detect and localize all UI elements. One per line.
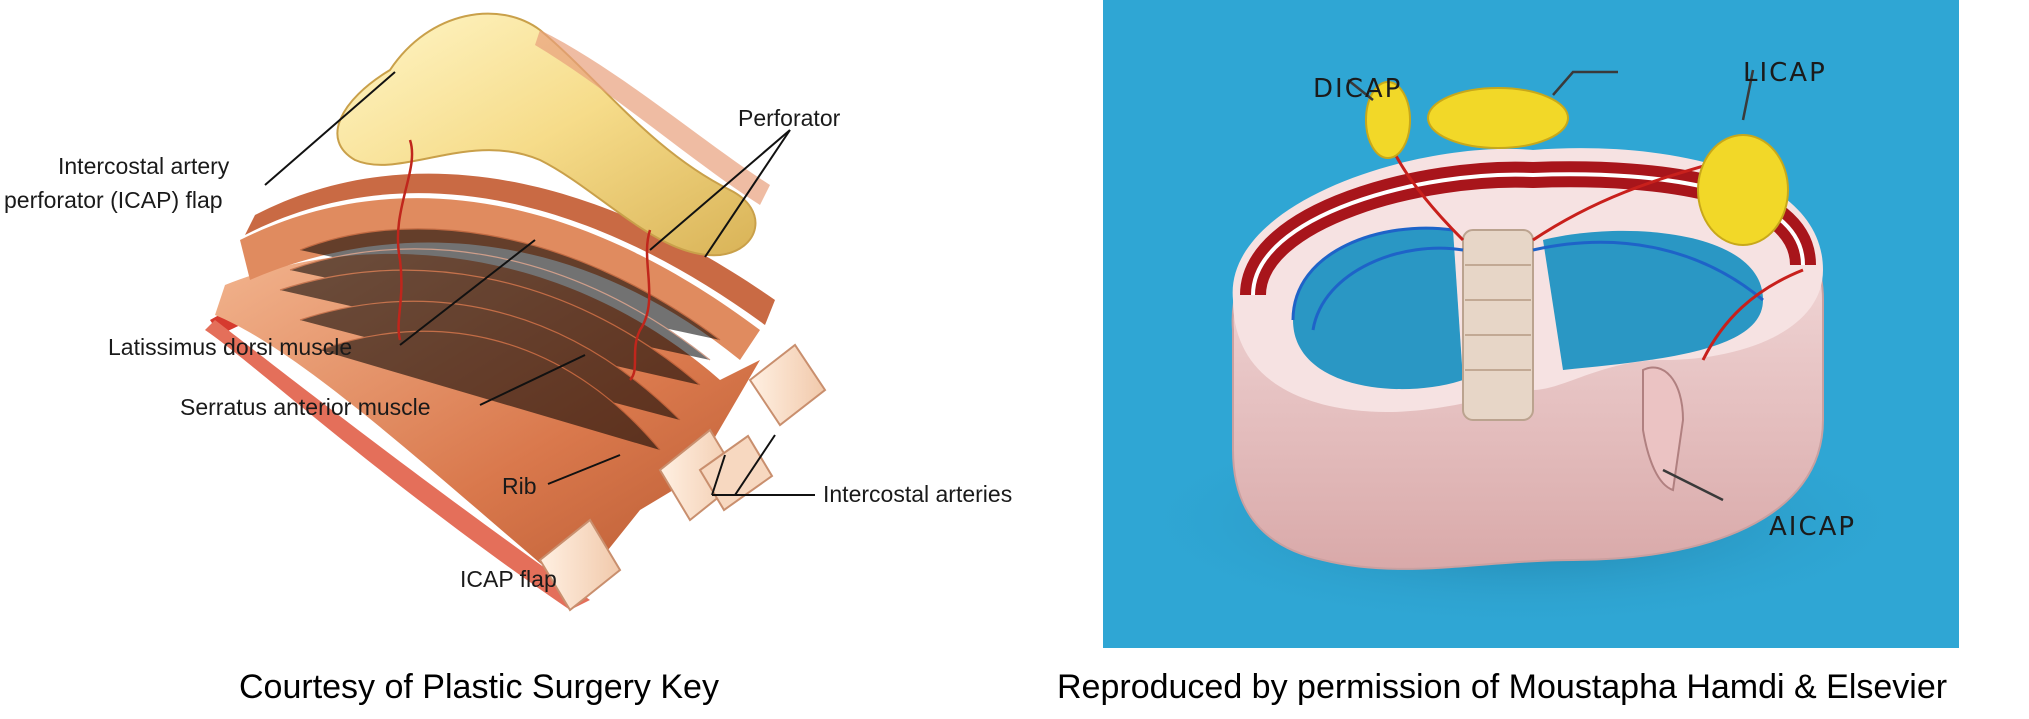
torso-cross-section-illustration: DICAP LICAP AICAP bbox=[1103, 0, 1959, 648]
leader-lines bbox=[264, 71, 815, 496]
label-serratus: Serratus anterior muscle bbox=[180, 394, 431, 420]
muscle-striations bbox=[279, 228, 721, 451]
aicap-flap-side bbox=[1642, 366, 1685, 492]
dicap-flap bbox=[1365, 81, 1411, 159]
label-icap-flap-line2: perforator (ICAP) flap bbox=[4, 187, 223, 213]
label-dicap: DICAP bbox=[1313, 74, 1403, 104]
label-licap: LICAP bbox=[1743, 58, 1827, 88]
spine bbox=[1462, 229, 1534, 421]
right-leader-lines bbox=[1347, 69, 1755, 502]
torso-cross-section-drawing bbox=[1123, 69, 1923, 630]
label-perforator: Perforator bbox=[738, 105, 841, 131]
icap-anatomy-drawing bbox=[205, 12, 827, 612]
perforator-vessels bbox=[396, 139, 652, 381]
label-rib: Rib bbox=[502, 473, 537, 499]
licap-flap bbox=[1427, 87, 1569, 149]
caption-left: Courtesy of Plastic Surgery Key bbox=[239, 668, 719, 706]
label-intercostal-arteries: Intercostal arteries bbox=[823, 481, 1013, 507]
left-cavity bbox=[1293, 228, 1463, 390]
label-latissimus: Latissimus dorsi muscle bbox=[108, 334, 353, 360]
label-icap-flap-line1: Intercostal artery bbox=[58, 153, 230, 179]
deep-arc bbox=[205, 320, 590, 610]
spine-segments bbox=[1465, 264, 1531, 371]
rib-ends bbox=[538, 343, 827, 612]
latissimus-top bbox=[245, 173, 775, 325]
aicap-flap-top bbox=[1697, 134, 1789, 246]
figure-title-icap-flap: ICAP flap bbox=[460, 566, 557, 592]
label-aicap: AICAP bbox=[1769, 512, 1857, 542]
icap-anatomy-illustration: Intercostal artery perforator (ICAP) fla… bbox=[0, 0, 1080, 640]
caption-right: Reproduced by permission of Moustapha Ha… bbox=[1057, 668, 1948, 706]
